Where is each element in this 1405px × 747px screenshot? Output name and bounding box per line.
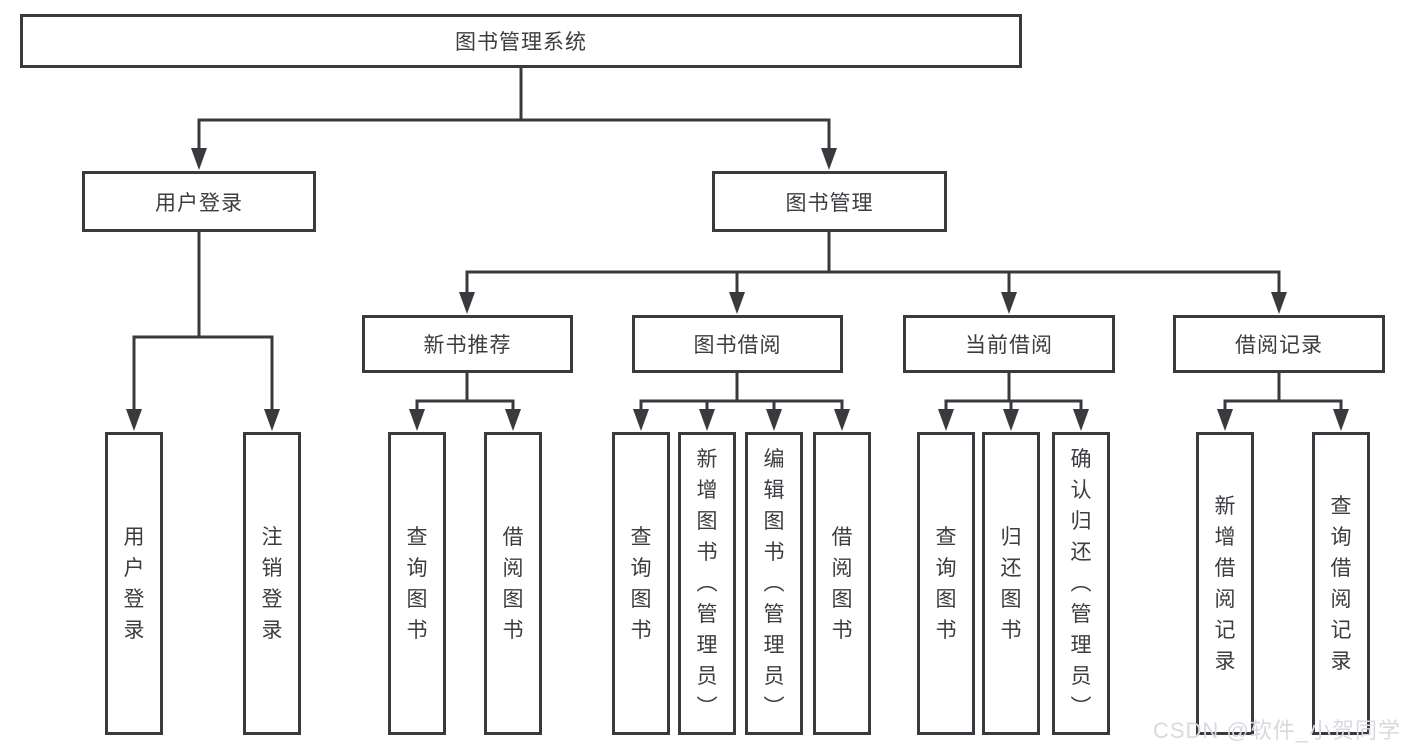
leaf-borrowing-query-books: 查 询 图 书 (612, 432, 670, 735)
node-label: 编 辑 图 书 ︵ 管 理 员 ︶ (763, 448, 785, 719)
leaf-recommend-query-books: 查 询 图 书 (388, 432, 446, 735)
arrowhead-icon (126, 409, 142, 431)
node-book-borrowing: 图书借阅 (632, 315, 843, 373)
node-new-book-recommendation: 新书推荐 (362, 315, 573, 373)
arrowhead-icon (1001, 292, 1017, 314)
arrowhead-icon (1003, 409, 1019, 431)
node-current-borrowing: 当前借阅 (903, 315, 1115, 373)
arrowhead-icon (409, 409, 425, 431)
arrowhead-icon (821, 148, 837, 170)
node-root-library-management-system: 图书管理系统 (20, 14, 1022, 68)
leaf-borrowing-borrow-books: 借 阅 图 书 (813, 432, 871, 735)
node-label: 借阅记录 (1235, 334, 1323, 357)
node-label: 新 增 图 书 ︵ 管 理 员 ︶ (696, 448, 718, 719)
leaf-borrowing-add-books-admin: 新 增 图 书 ︵ 管 理 员 ︶ (678, 432, 736, 735)
leaf-current-query-books: 查 询 图 书 (917, 432, 975, 735)
leaf-current-return-books: 归 还 图 书 (982, 432, 1040, 735)
arrowhead-icon (729, 292, 745, 314)
node-label: 查 询 图 书 (935, 525, 957, 642)
arrowhead-icon (699, 409, 715, 431)
leaf-logout-login: 注 销 登 录 (243, 432, 301, 735)
arrowhead-icon (459, 292, 475, 314)
node-label: 图书借阅 (693, 334, 782, 357)
leaf-borrowing-edit-books-admin: 编 辑 图 书 ︵ 管 理 员 ︶ (745, 432, 803, 735)
node-label: 查 询 图 书 (406, 525, 428, 642)
node-label: 用 户 登 录 (123, 525, 145, 642)
arrowhead-icon (191, 148, 207, 170)
node-label: 查 询 借 阅 记 录 (1330, 494, 1352, 673)
node-book-management: 图书管理 (712, 171, 947, 232)
arrowhead-icon (1217, 409, 1233, 431)
arrowhead-icon (766, 409, 782, 431)
arrowhead-icon (1271, 292, 1287, 314)
leaf-recommend-borrow-books: 借 阅 图 书 (484, 432, 542, 735)
connector-arrowheads (126, 148, 1349, 431)
node-label: 当前借阅 (965, 334, 1053, 357)
node-borrowing-records: 借阅记录 (1173, 315, 1385, 373)
csdn-watermark: CSDN @软件_小贺同学 (1152, 718, 1401, 743)
leaf-current-confirm-return-admin: 确 认 归 还 ︵ 管 理 员 ︶ (1052, 432, 1110, 735)
node-label: 借 阅 图 书 (831, 525, 853, 642)
leaf-user-login: 用 户 登 录 (105, 432, 163, 735)
node-label: 归 还 图 书 (1000, 525, 1022, 642)
node-user-login: 用户登录 (82, 171, 316, 232)
leaf-records-query-borrow-record: 查 询 借 阅 记 录 (1312, 432, 1370, 735)
arrowhead-icon (938, 409, 954, 431)
node-label: 查 询 图 书 (630, 525, 652, 642)
node-label: 图书管理系统 (455, 31, 587, 54)
arrowhead-icon (1073, 409, 1089, 431)
node-label: 图书管理 (785, 191, 874, 215)
arrowhead-icon (1333, 409, 1349, 431)
node-label: 新 增 借 阅 记 录 (1214, 494, 1236, 673)
node-label: 确 认 归 还 ︵ 管 理 员 ︶ (1070, 448, 1092, 719)
node-label: 注 销 登 录 (261, 525, 283, 642)
node-label: 新书推荐 (423, 334, 512, 357)
node-label: 借 阅 图 书 (502, 525, 524, 642)
node-label: 用户登录 (155, 191, 243, 215)
arrowhead-icon (834, 409, 850, 431)
arrowhead-icon (264, 409, 280, 431)
leaf-records-add-borrow-record: 新 增 借 阅 记 录 (1196, 432, 1254, 735)
arrowhead-icon (505, 409, 521, 431)
arrowhead-icon (633, 409, 649, 431)
